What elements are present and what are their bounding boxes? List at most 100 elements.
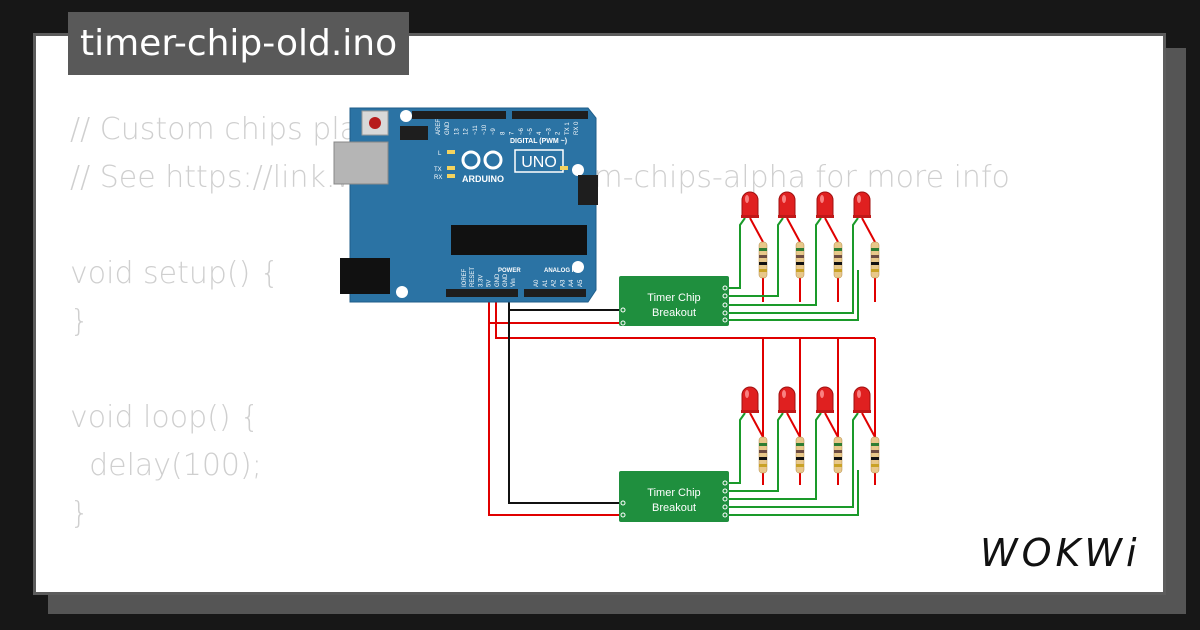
led-wire: [824, 412, 839, 438]
led[interactable]: [853, 191, 871, 218]
pin-label: GND: [495, 273, 501, 287]
pin-label: 7: [510, 131, 516, 135]
pin-label: A1: [543, 279, 549, 287]
led-wire: [786, 217, 801, 243]
arduino-uno-board[interactable]: UNO ARDUINO DIGITAL (PWM ~) POWER ANALOG…: [333, 107, 598, 303]
led[interactable]: [741, 191, 759, 218]
pin-label: RESET: [470, 267, 476, 287]
signal-wire: [725, 217, 746, 289]
chip-label-line2: Breakout: [652, 502, 696, 514]
resistor[interactable]: [833, 436, 843, 474]
chip-label-line1: Timer Chip: [647, 292, 700, 304]
resistor[interactable]: [870, 436, 880, 474]
signal-wire: [725, 217, 859, 314]
pin-label: 3.3V: [478, 275, 484, 287]
power-jack: [340, 258, 390, 294]
on-label: ON: [572, 168, 581, 174]
pin-label: ~3: [546, 127, 552, 135]
pin-label: A0: [534, 279, 540, 287]
code-line: }: [70, 304, 90, 339]
signal-wire: [725, 412, 859, 508]
signal-wire: [725, 412, 822, 500]
pin-label: ~10: [482, 124, 488, 135]
resistor[interactable]: [833, 241, 843, 279]
led[interactable]: [853, 386, 871, 413]
led-wire: [749, 217, 764, 243]
tx-label: TX: [434, 167, 442, 173]
led-wire: [861, 217, 876, 243]
pin-label: AREF: [436, 119, 442, 135]
pin-label: 4: [537, 131, 543, 135]
usb-connector: [333, 141, 389, 185]
resistor[interactable]: [758, 436, 768, 474]
resistor[interactable]: [795, 241, 805, 279]
chip-label-line1: Timer Chip: [647, 487, 700, 499]
board-model: UNO: [521, 154, 557, 171]
pin-label: 12: [464, 128, 470, 135]
led-wire: [786, 412, 801, 438]
signal-wire: [725, 412, 784, 492]
power-wire: [495, 296, 875, 339]
pin-label: 2: [556, 131, 562, 135]
led-wire: [824, 217, 839, 243]
pin-label: ~5: [528, 127, 534, 135]
pin-label: A2: [552, 279, 558, 287]
pin-label: GND: [445, 121, 451, 135]
signal-wire: [725, 470, 859, 516]
pin-label: 8: [500, 131, 506, 135]
chip-label-line2: Breakout: [652, 307, 696, 319]
led[interactable]: [816, 386, 834, 413]
pin-label: TX 1: [565, 122, 571, 135]
wokwi-brand-text: WOKWi: [980, 531, 1141, 575]
led-array: [741, 191, 871, 413]
pin-label: IOREF: [462, 268, 468, 287]
pin-label: RX 0: [574, 121, 580, 135]
signal-wire: [725, 270, 859, 321]
pin-label: 13: [454, 128, 460, 135]
atmega-chip: [451, 225, 587, 255]
signal-wire: [725, 412, 746, 484]
code-line: void loop() {: [70, 400, 260, 435]
led-wire: [749, 412, 764, 438]
pin-label: ~6: [519, 127, 525, 135]
power-header-label: POWER: [498, 268, 521, 274]
resistor[interactable]: [870, 241, 880, 279]
signal-wire: [725, 217, 784, 297]
pin-label: GND: [503, 273, 509, 287]
signal-wire: [725, 217, 822, 306]
rx-label: RX: [434, 175, 442, 181]
pin-label: ~9: [491, 127, 497, 135]
timer-chip-top[interactable]: Timer Chip Breakout: [619, 276, 729, 326]
code-line: void setup() {: [70, 256, 279, 291]
led[interactable]: [778, 191, 796, 218]
led[interactable]: [778, 386, 796, 413]
led[interactable]: [816, 191, 834, 218]
pin-label: A3: [560, 279, 566, 287]
arduino-logo-icon: [461, 150, 503, 170]
pin-label: 5V: [487, 280, 493, 287]
resistor[interactable]: [795, 436, 805, 474]
led[interactable]: [741, 386, 759, 413]
ground-wire: [508, 310, 623, 504]
resistor-array: [758, 241, 880, 474]
timer-chip-bottom[interactable]: Timer Chip Breakout: [619, 471, 729, 522]
pin-label: A4: [569, 279, 575, 287]
l-label: L: [438, 151, 442, 157]
code-line: }: [70, 496, 90, 531]
code-line: delay(100);: [70, 448, 262, 483]
wokwi-logo: WOKWi: [980, 531, 1141, 575]
digital-header-label: DIGITAL (PWM ~): [510, 138, 567, 145]
pin-label: Vin: [511, 278, 517, 287]
analog-header-label: ANALOG IN: [544, 268, 578, 274]
resistor[interactable]: [758, 241, 768, 279]
project-filename: timer-chip-old.ino: [68, 12, 410, 75]
power-wire: [488, 296, 623, 516]
board-brand: ARDUINO: [462, 174, 504, 184]
led-wire: [861, 412, 876, 438]
pin-label: A5: [578, 279, 584, 287]
pin-label: ~11: [473, 125, 479, 135]
